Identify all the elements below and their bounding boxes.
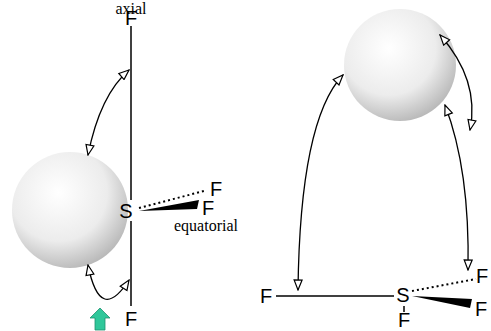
atom-label: S: [119, 201, 132, 221]
angle-arrow: [88, 70, 129, 155]
axial-bond: [130, 221, 132, 306]
angle-arrow: [440, 35, 472, 130]
bond: [276, 295, 394, 297]
pointer-arrow: [90, 308, 110, 330]
atom-label: F: [398, 310, 410, 330]
atom-label: F: [210, 179, 222, 199]
axial-bond: [130, 26, 132, 200]
angle-arrow: [445, 105, 468, 270]
lone-pair: [344, 9, 456, 121]
atom-label: F: [125, 309, 137, 329]
wedge-bond: [412, 296, 472, 308]
atom-label: S: [396, 285, 409, 305]
atom-label: F: [202, 198, 214, 218]
atom-label: F: [476, 266, 488, 286]
angle-arrow: [88, 265, 129, 299]
wedge-bond: [139, 200, 199, 211]
atom-label: F: [125, 8, 137, 28]
axis-label: equatorial: [174, 218, 238, 234]
lone-pair: [12, 152, 128, 268]
angle-arrow: [298, 75, 343, 290]
dashed-bond: [412, 279, 476, 291]
atom-label: F: [260, 286, 272, 306]
atom-label: F: [475, 299, 487, 319]
